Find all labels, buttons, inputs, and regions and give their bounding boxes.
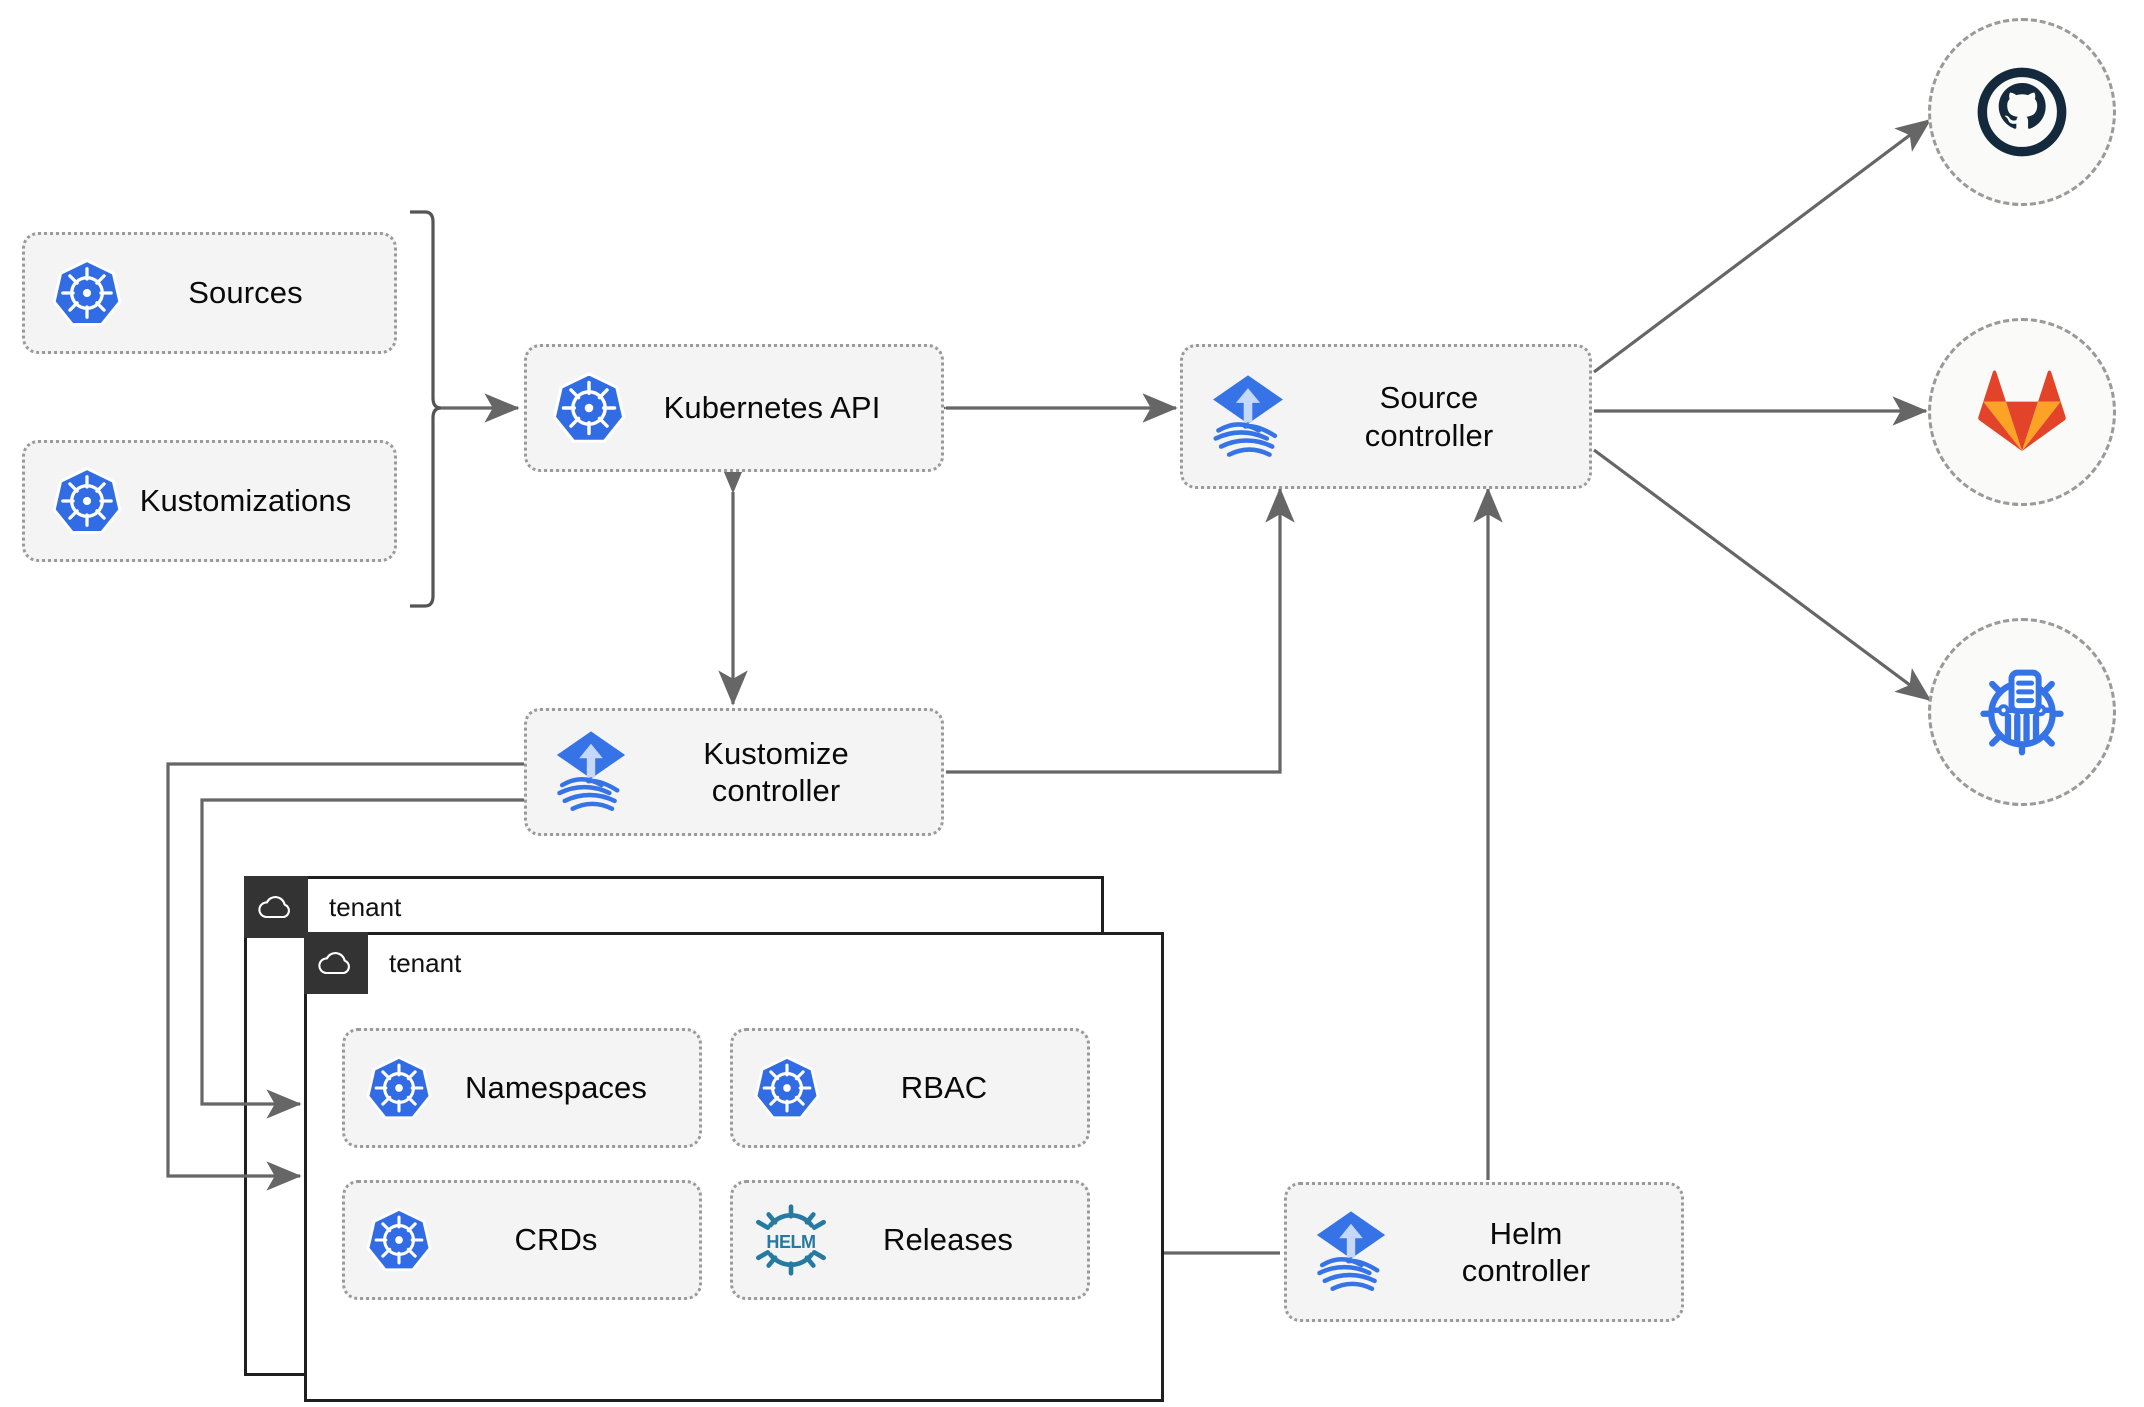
- node-label: Helm controller: [1461, 1215, 1591, 1288]
- cloud-icon: [304, 932, 368, 994]
- flux-icon: [549, 727, 633, 817]
- kubernetes-icon: [365, 1206, 433, 1274]
- node-label: Kubernetes API: [663, 390, 881, 426]
- node-kustomize-controller[interactable]: Kustomize controller: [524, 708, 944, 836]
- node-kustomizations[interactable]: Kustomizations: [22, 440, 397, 562]
- repo-gitlab[interactable]: [1928, 318, 2116, 506]
- node-label: Sources: [188, 275, 303, 311]
- repo-github[interactable]: [1928, 18, 2116, 206]
- node-releases[interactable]: HELM Releases: [730, 1180, 1090, 1300]
- tenant-panel-front[interactable]: tenant: [304, 932, 1164, 1402]
- wire-source-github: [1593, 118, 1932, 374]
- helm-chart-icon: [1980, 669, 2064, 756]
- repo-helm-chart[interactable]: [1928, 618, 2116, 806]
- node-crds[interactable]: CRDs: [342, 1180, 702, 1300]
- github-icon: [1977, 67, 2067, 157]
- wire-kustomize-source: [946, 487, 1295, 774]
- node-label: Kustomizations: [139, 483, 352, 519]
- cloud-icon: [244, 876, 308, 938]
- kubernetes-icon: [51, 465, 123, 537]
- svg-text:HELM: HELM: [766, 1232, 815, 1252]
- helm-icon: HELM: [753, 1202, 829, 1278]
- node-label: Source controller: [1364, 380, 1494, 453]
- node-rbac[interactable]: RBAC: [730, 1028, 1090, 1148]
- tenant-label: tenant: [329, 891, 402, 922]
- node-label: CRDs: [514, 1222, 598, 1258]
- flux-icon: [1205, 371, 1291, 463]
- node-kubernetes-api[interactable]: Kubernetes API: [524, 344, 944, 472]
- node-label: RBAC: [900, 1070, 988, 1106]
- kubernetes-icon: [365, 1054, 433, 1122]
- gitlab-icon: [1978, 370, 2066, 451]
- node-namespaces[interactable]: Namespaces: [342, 1028, 702, 1148]
- kubernetes-icon: [753, 1054, 821, 1122]
- node-helm-controller[interactable]: Helm controller: [1284, 1182, 1684, 1322]
- node-sources[interactable]: Sources: [22, 232, 397, 354]
- flux-icon: [1309, 1207, 1393, 1297]
- kubernetes-icon: [51, 257, 123, 329]
- node-source-controller[interactable]: Source controller: [1180, 344, 1592, 489]
- tenant-label: tenant: [389, 947, 462, 978]
- kubernetes-icon: [551, 370, 627, 446]
- wire-source-helmrepo: [1593, 448, 1932, 702]
- node-label: Kustomize controller: [703, 735, 849, 808]
- node-label: Namespaces: [465, 1070, 647, 1106]
- node-label: Releases: [882, 1222, 1014, 1258]
- wire-resources-bracket: [410, 210, 442, 608]
